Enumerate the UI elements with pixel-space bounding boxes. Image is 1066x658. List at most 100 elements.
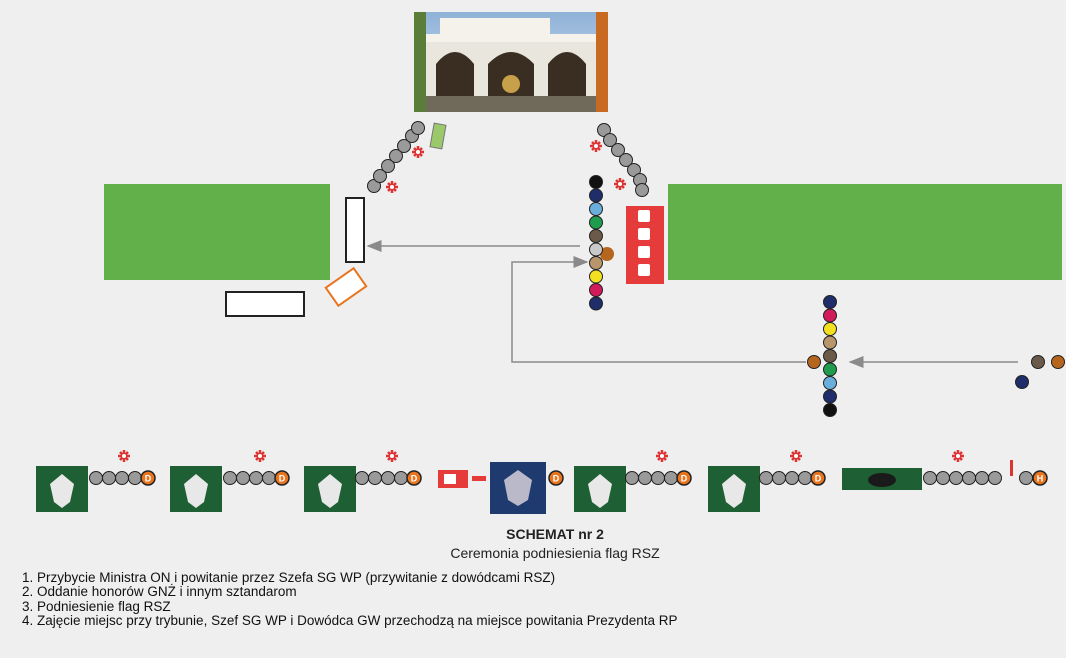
commander-marker (548, 470, 564, 486)
building-photo (414, 12, 608, 112)
cross-emblem (614, 178, 626, 190)
person-marker (798, 471, 812, 485)
eagle-emblem (50, 474, 74, 508)
schema-title: SCHEMAT nr 2 (506, 526, 604, 542)
commander-letter: D (145, 474, 152, 484)
cross-emblem (254, 450, 266, 462)
commander-marker (406, 470, 422, 486)
flag-bearer (589, 215, 603, 230)
right-field (668, 184, 1062, 280)
person-marker (1019, 471, 1033, 485)
person-marker (772, 471, 786, 485)
person-marker (988, 471, 1002, 485)
person-marker (638, 471, 652, 485)
cross-emblem (386, 181, 398, 193)
person-marker (102, 471, 116, 485)
incoming-flag-bearer (823, 308, 837, 323)
legend-item-1: 1. Przybycie Ministra ON i powitanie prz… (22, 570, 556, 585)
person-marker (603, 133, 617, 147)
legend-item-4: 4. Zajęcie miejsc przy trybunie, Szef SG… (22, 613, 678, 629)
person-marker (923, 471, 937, 485)
legend-item-2: 2. Oddanie honorów GNŻ i innym sztandaro… (22, 584, 297, 600)
person-marker (397, 139, 411, 153)
flag-bearer (589, 269, 603, 284)
cross-emblem (118, 450, 130, 462)
person-marker (373, 169, 387, 183)
arrow-to-flagpoles (511, 256, 806, 363)
flag-marker (1010, 460, 1013, 476)
eagle-emblem (722, 474, 746, 508)
person-marker (262, 471, 276, 485)
person-marker (411, 121, 425, 135)
incoming-flag-bearer (823, 349, 837, 363)
approaching-marker (1051, 355, 1065, 369)
person-marker (611, 143, 625, 157)
commander-letter: D (681, 474, 688, 484)
commander-marker (140, 470, 156, 486)
person-marker (223, 471, 237, 485)
person-marker (975, 471, 989, 485)
cross-emblem (412, 146, 424, 158)
person-marker (635, 183, 649, 197)
incoming-flag-bearer (823, 335, 837, 350)
flag-bearer (589, 242, 603, 257)
person-marker (381, 471, 395, 485)
legend-list: 1. Przybycie Ministra ON i powitanie prz… (22, 570, 678, 629)
approaching-marker (1015, 375, 1029, 389)
guest-box (324, 266, 368, 308)
person-marker (128, 471, 142, 485)
cross-emblem (590, 140, 602, 152)
schema-subtitle: Ceremonia podniesienia flag RSZ (450, 545, 660, 561)
person-marker (664, 471, 678, 485)
commander-marker (810, 470, 826, 486)
vehicle-icon (868, 473, 896, 487)
commander-marker (274, 470, 290, 486)
flag-bearer (589, 229, 603, 243)
person-marker (949, 471, 963, 485)
commander-letter: D (553, 474, 560, 484)
left-field (104, 184, 330, 280)
flag-bearer (589, 283, 603, 297)
person-marker (785, 471, 799, 485)
flag-bearer (589, 256, 603, 270)
flag-bearer (589, 188, 603, 203)
podium-box (345, 197, 365, 263)
flag-bearer (589, 202, 603, 216)
commander-letter: H (1037, 474, 1044, 484)
cross-emblem (790, 450, 802, 462)
person-marker (115, 471, 129, 485)
incoming-flag-bearer (823, 322, 837, 336)
person-marker (759, 471, 773, 485)
cross-emblem (656, 450, 668, 462)
cross-emblem (386, 450, 398, 462)
person-marker (368, 471, 382, 485)
person-marker (355, 471, 369, 485)
person-marker (962, 471, 976, 485)
legend-item-3: 3. Podniesienie flag RSZ (22, 598, 171, 614)
leader-marker (807, 355, 821, 369)
grandstand-box (225, 291, 305, 317)
flag-marker (429, 122, 447, 150)
flag-bearer (589, 175, 603, 189)
eagle-emblem (444, 474, 456, 484)
person-marker (394, 471, 408, 485)
incoming-flag-bearer (823, 403, 837, 417)
incoming-flag-bearer (823, 389, 837, 404)
person-marker (625, 471, 639, 485)
eagle-emblem (318, 474, 342, 508)
commander-letter: D (815, 474, 822, 484)
person-marker (381, 159, 395, 173)
flag-bearer (589, 296, 603, 311)
person-marker (249, 471, 263, 485)
eagle-emblem (184, 474, 208, 508)
commander-letter: D (411, 474, 418, 484)
person-marker (89, 471, 103, 485)
red-banners (626, 206, 664, 284)
commander-marker (1032, 470, 1048, 486)
incoming-flag-bearer (823, 376, 837, 390)
person-marker (936, 471, 950, 485)
flag-marker (472, 476, 486, 481)
person-marker (389, 149, 403, 163)
